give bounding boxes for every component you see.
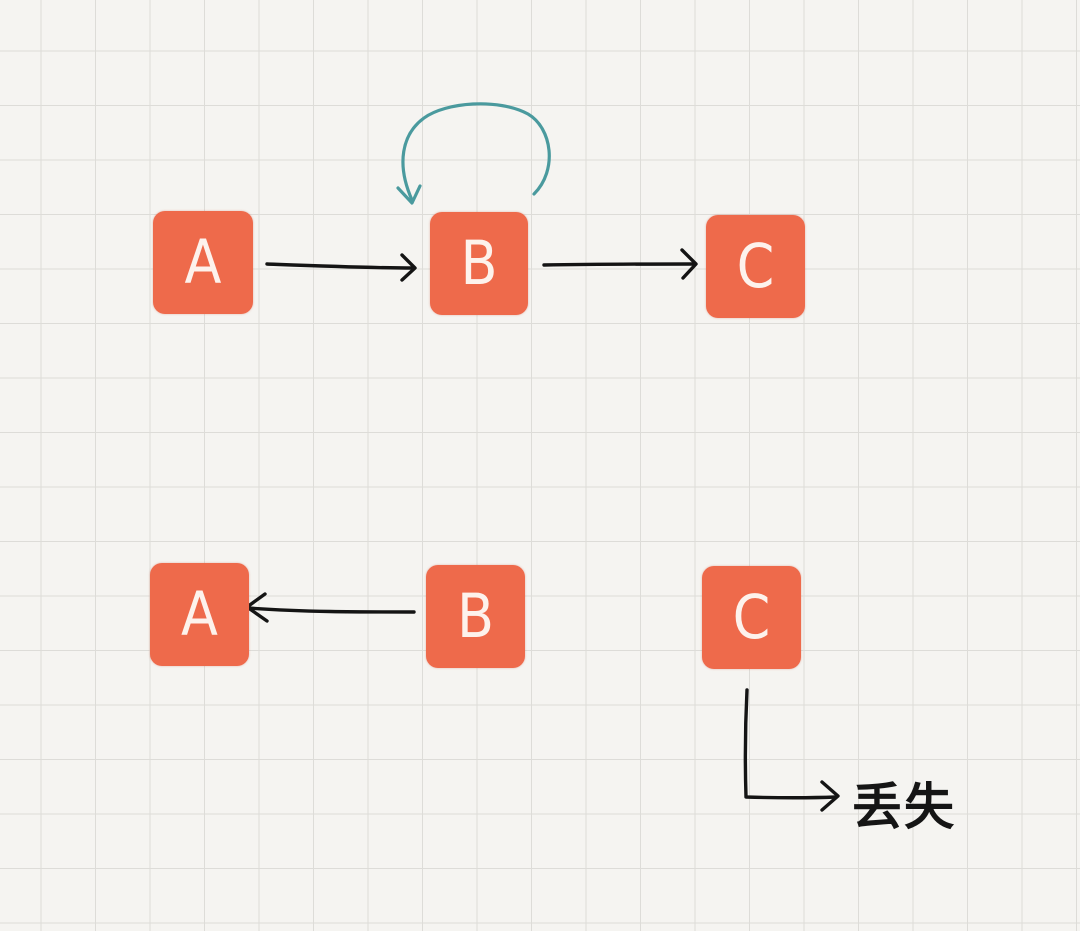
arrow-b-to-c-head [680,248,698,280]
bottom-node-b: B [426,565,525,668]
top-node-c: C [706,215,805,318]
arrow-b-to-a-head [245,592,269,623]
top-node-a: A [153,211,253,314]
bottom-node-c-label: C [732,581,771,653]
arrow-b-to-c [542,262,697,267]
bottom-node-c: C [702,566,801,669]
bottom-node-b-label: B [456,580,495,652]
arrow-b-to-a [246,606,416,614]
self-loop-arrow-b [401,102,551,202]
top-node-b: B [430,212,528,315]
bottom-node-a-label: A [181,578,218,650]
arrow-c-to-lost [743,688,838,800]
top-node-c-label: C [736,230,775,302]
self-loop-arrowhead [396,184,422,205]
arrow-c-to-lost-head [820,780,840,812]
top-node-b-label: B [460,227,498,299]
arrow-a-to-b-head [400,253,417,282]
lost-label: 丢失 [852,778,956,836]
top-node-a-label: A [184,226,222,298]
arrow-a-to-b [265,262,415,270]
bottom-node-a: A [150,563,249,666]
